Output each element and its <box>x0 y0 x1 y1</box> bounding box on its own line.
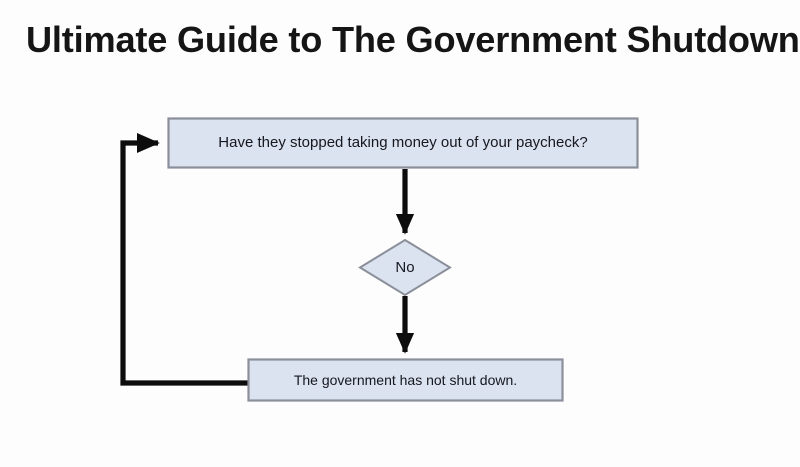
node-outcome[interactable] <box>247 358 564 402</box>
edge-outcome-loop-to-question <box>120 132 248 386</box>
node-question[interactable] <box>167 117 639 169</box>
page-title: Ultimate Guide to The Government Shutdow… <box>26 19 800 60</box>
node-decision[interactable] <box>358 238 452 297</box>
